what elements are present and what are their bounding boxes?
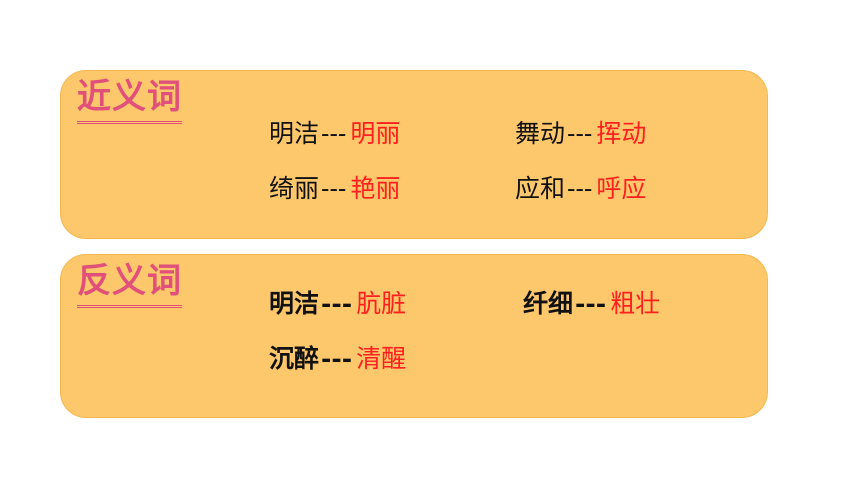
pair-term: 明洁 (269, 289, 320, 318)
pair-dash: --- (567, 174, 593, 203)
antonyms-card: 反义词 明洁---肮脏 纤细---粗壮 沉醉---清醒 (60, 254, 768, 418)
pair-dash: --- (321, 119, 347, 148)
pair-term: 明洁 (269, 119, 320, 148)
pair-answer: 呼应 (596, 174, 647, 203)
pair-answer: 艳丽 (350, 174, 401, 203)
synonym-pair-4: 应和---呼应 (515, 174, 646, 204)
synonyms-card: 近义词 明洁---明丽 舞动---挥动 绮丽---艳丽 应和---呼应 (60, 70, 768, 239)
pair-term: 纤细 (523, 289, 574, 318)
antonyms-heading: 反义词 (77, 261, 182, 308)
pair-term: 沉醉 (269, 344, 320, 373)
antonym-pair-3: 沉醉---清醒 (269, 344, 406, 374)
pair-dash: --- (321, 289, 353, 318)
pair-dash: --- (575, 289, 607, 318)
pair-dash: --- (321, 174, 347, 203)
antonym-pair-1: 明洁---肮脏 (269, 289, 406, 319)
pair-dash: --- (567, 119, 593, 148)
synonym-pair-2: 舞动---挥动 (515, 119, 646, 149)
synonyms-heading: 近义词 (77, 77, 182, 124)
pair-dash: --- (321, 344, 353, 373)
pair-answer: 挥动 (596, 119, 647, 148)
pair-answer: 粗壮 (610, 289, 661, 318)
synonym-pair-3: 绮丽---艳丽 (269, 174, 400, 204)
antonym-pair-2: 纤细---粗壮 (523, 289, 660, 319)
pair-term: 应和 (515, 174, 566, 203)
synonym-pair-1: 明洁---明丽 (269, 119, 400, 149)
pair-answer: 清醒 (356, 344, 407, 373)
pair-term: 绮丽 (269, 174, 320, 203)
pair-answer: 肮脏 (356, 289, 407, 318)
pair-answer: 明丽 (350, 119, 401, 148)
pair-term: 舞动 (515, 119, 566, 148)
